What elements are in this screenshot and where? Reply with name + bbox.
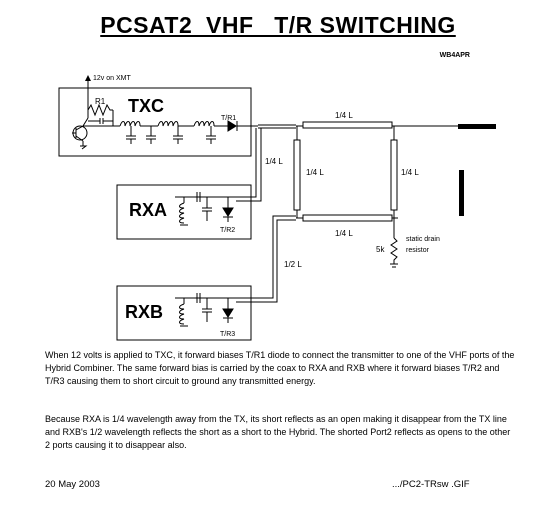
antenna-element-horizontal [458, 124, 496, 129]
line-label-top: 1/4 L [335, 111, 353, 120]
r1-resistor [87, 103, 113, 117]
footer-date: 20 May 2003 [45, 479, 100, 490]
txc-coil-3 [193, 121, 215, 127]
line-label-tx-rxa: 1/4 L [265, 157, 283, 166]
tr3-label: T/R3 [220, 331, 235, 338]
hybrid-left-line [293, 139, 301, 211]
r1-label: R1 [95, 97, 106, 106]
page-title: PCSAT2 VHF T/R SWITCHING [100, 12, 456, 38]
line-label-rxb: 1/2 L [284, 260, 302, 269]
tr2-label: T/R2 [220, 227, 235, 234]
tr1-label: T/R1 [221, 115, 236, 122]
tr3-diode [222, 308, 234, 318]
explanation-paragraph-1: When 12 volts is applied to TXC, it forw… [45, 350, 515, 386]
drain-resistor [390, 237, 398, 264]
line-label-left: 1/4 L [306, 168, 324, 177]
footer-filename: .../PC2-TRsw .GIF [392, 479, 470, 490]
txc-coil-2 [157, 121, 179, 127]
author-callsign: WB4APR [439, 52, 470, 59]
schematic-diagram: 12v on XMT TXC RXA RXB R1 T/R1 T/R2 T/R3… [58, 75, 496, 341]
rxb-label: RXB [125, 302, 163, 322]
rxa-coil [179, 202, 185, 224]
hybrid-bottom-line [302, 214, 393, 222]
rxb-coil [179, 303, 185, 325]
explanation-paragraph-2: Because RXA is 1/4 wavelength away from … [45, 414, 511, 450]
drain-resistor-label: 5k [376, 245, 385, 254]
coax-rxb-half-wave [236, 215, 296, 303]
antenna-element-vertical [459, 170, 464, 216]
rxa-block [116, 184, 252, 240]
tr2-diode [222, 207, 234, 217]
supply-arrow-icon [85, 75, 91, 81]
txc-coil-1 [119, 121, 141, 127]
hybrid-right-line [390, 139, 398, 211]
hybrid-top-line [302, 121, 393, 129]
supply-label: 12v on XMT [93, 75, 131, 82]
rxb-block [116, 285, 252, 341]
tr1-diode [227, 120, 237, 132]
txc-label: TXC [128, 96, 164, 116]
line-label-right: 1/4 L [401, 168, 419, 177]
txc-block [58, 87, 252, 157]
rxa-label: RXA [129, 200, 167, 220]
line-label-bottom: 1/4 L [335, 229, 353, 238]
coax-tx-to-rxa [236, 128, 262, 202]
drain-note-line2: resistor [406, 247, 430, 254]
drain-note-line1: static drain [406, 236, 440, 243]
